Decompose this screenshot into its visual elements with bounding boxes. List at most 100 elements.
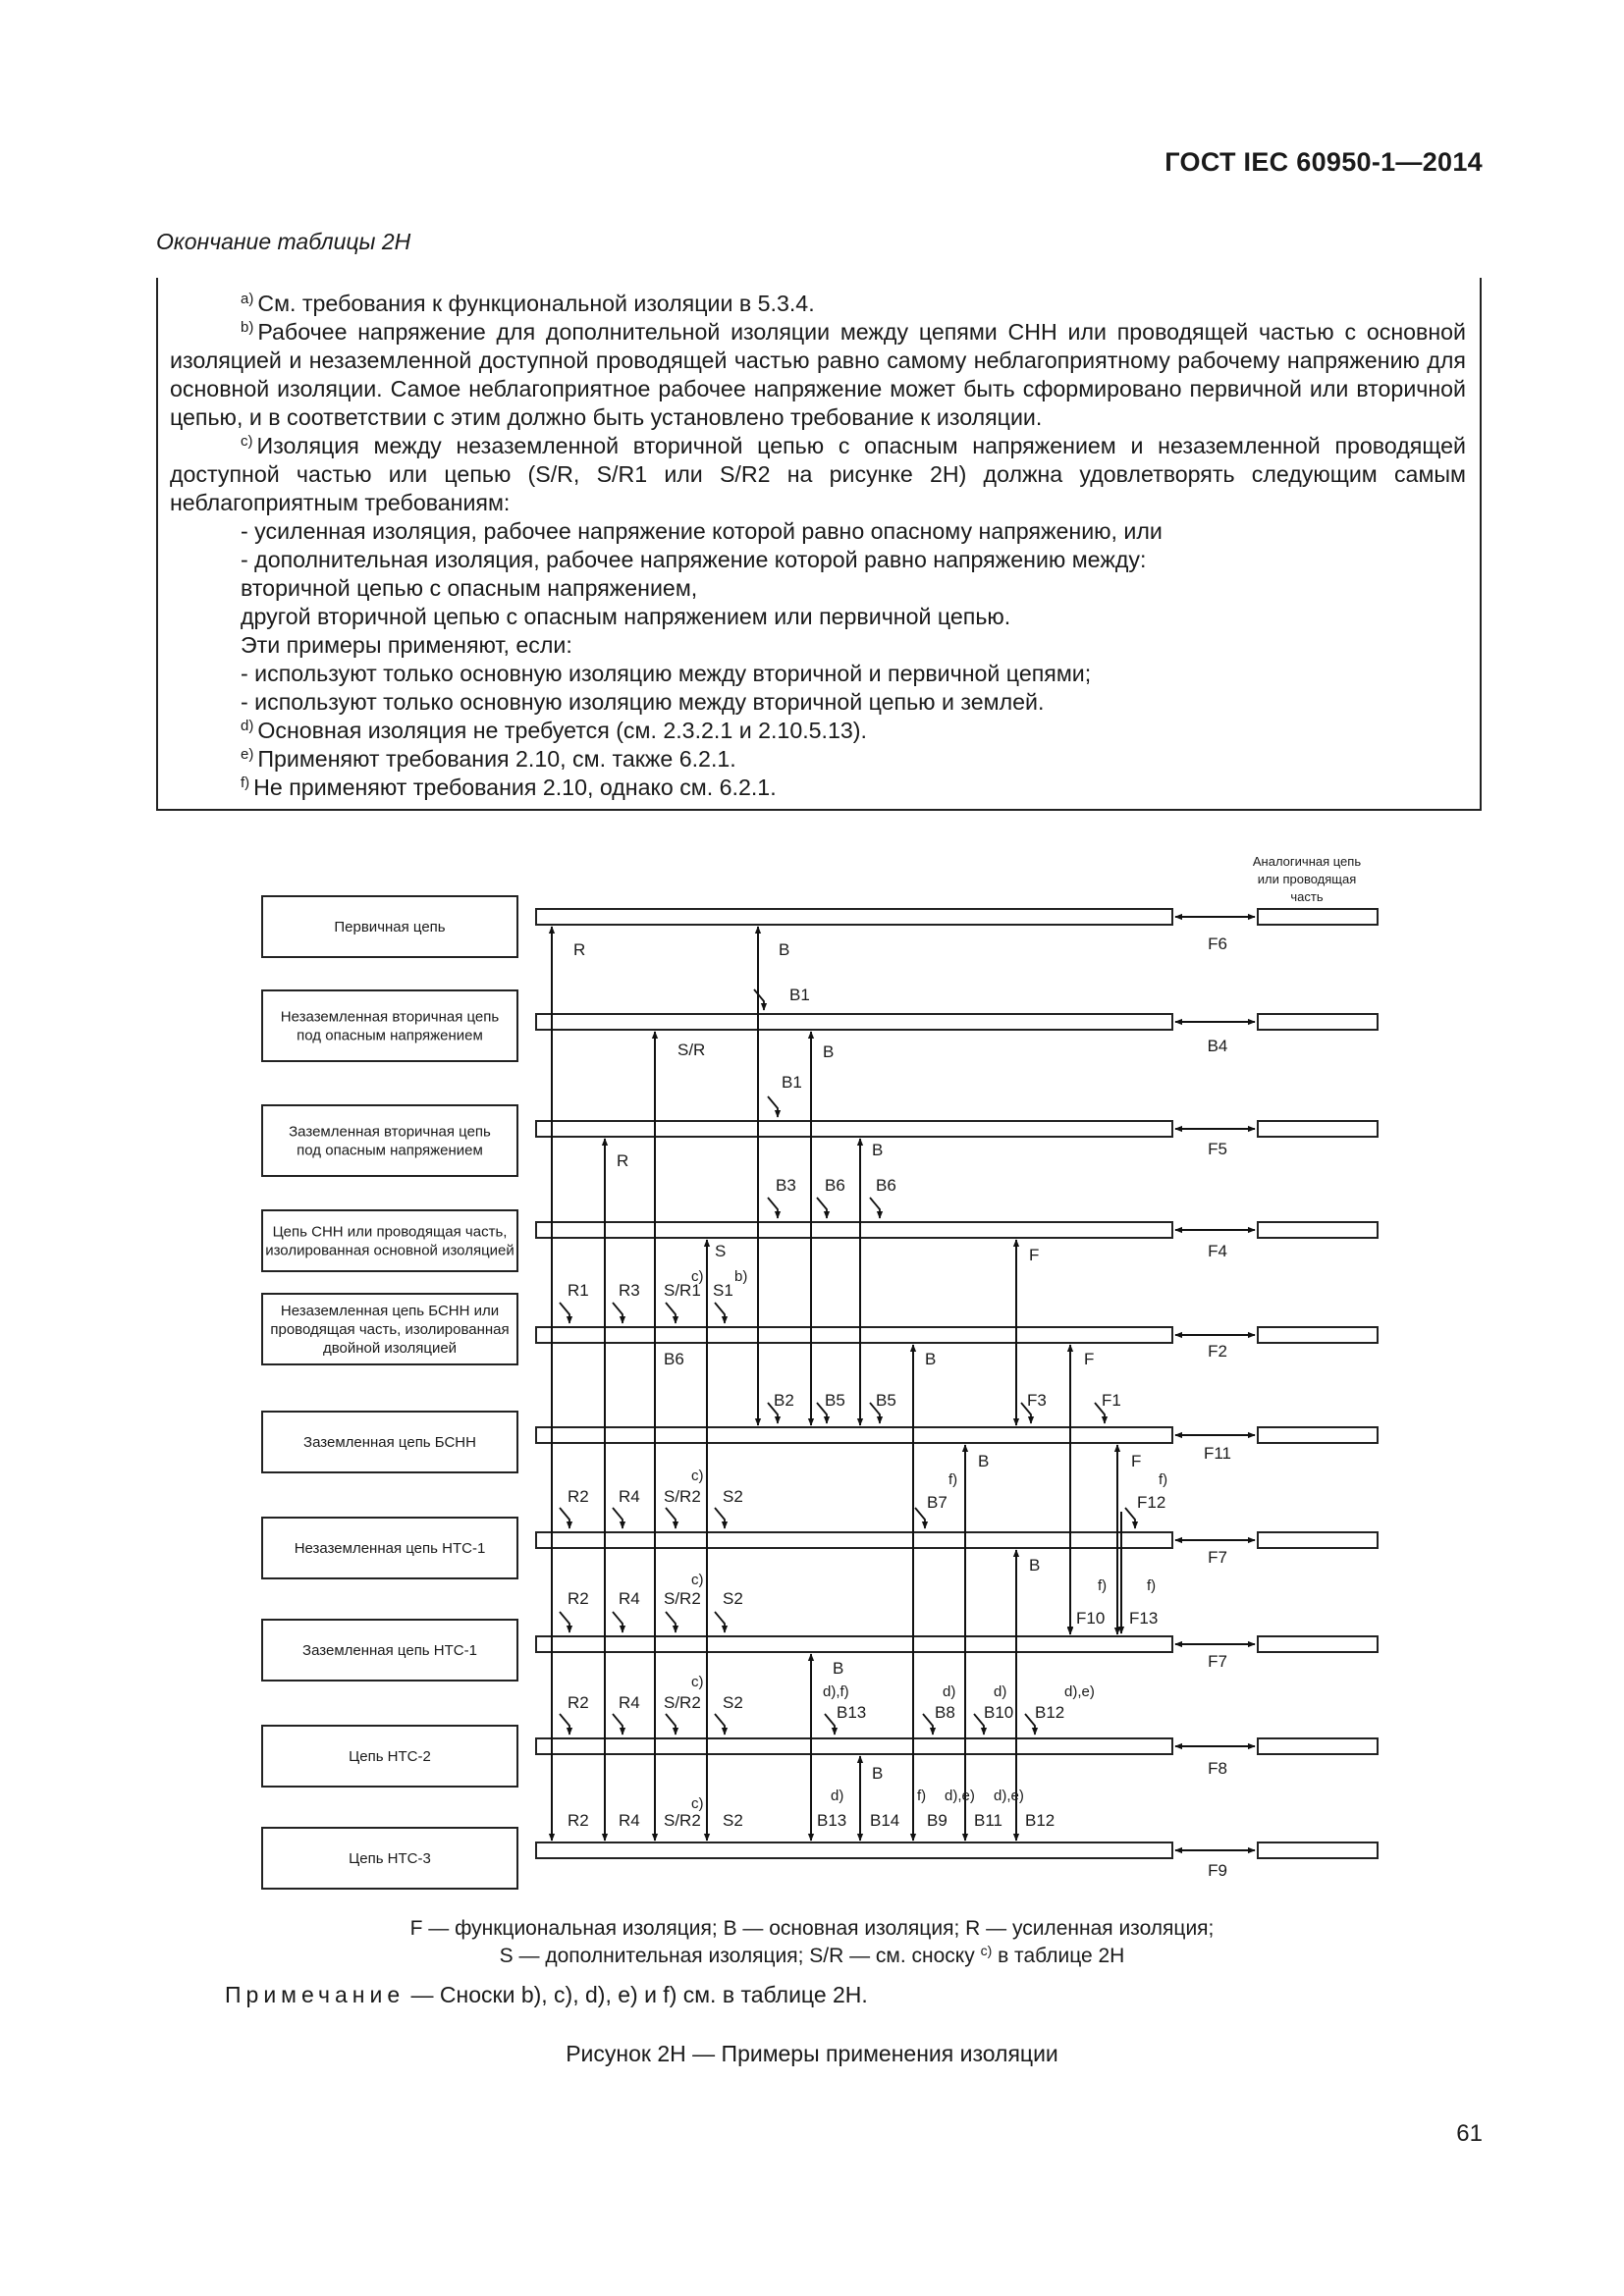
footnote-f: f)Не применяют требования 2.10, однако с…: [241, 774, 777, 800]
circuit-box: [261, 895, 518, 958]
analog-circuit-bar: [1257, 1326, 1379, 1344]
insulation-hook-arrow: [869, 1197, 884, 1219]
circuit-box: [261, 1293, 518, 1365]
diagram-label: S/R2: [664, 1693, 701, 1712]
insulation-hook-arrow: [559, 1507, 573, 1529]
diagram-label: B: [872, 1764, 883, 1783]
footnote-c-line: другой вторичной цепью с опасным напряже…: [241, 604, 1011, 629]
footnote-c-line: вторичной цепью с опасным напряжением,: [241, 575, 698, 601]
footnotes-box: a)См. требования к функциональной изоляц…: [156, 278, 1482, 811]
insulation-hook-arrow: [816, 1402, 831, 1424]
analog-circuit-bar: [1257, 1013, 1379, 1031]
circuit-bar: [535, 1635, 1173, 1653]
footnote-mark: d),e): [1064, 1683, 1095, 1700]
footnote-mark: f): [1159, 1471, 1167, 1488]
diagram-label: R2: [568, 1589, 589, 1608]
footnote-c-line: - усиленная изоляция, рабочее напряжение…: [241, 518, 1163, 544]
footnote-c-line: - используют только основную изоляцию ме…: [241, 689, 1045, 715]
footnote-c-line: Эти примеры применяют, если:: [241, 632, 572, 658]
insulation-hook-arrow: [824, 1713, 839, 1735]
diagram-label: R4: [619, 1487, 640, 1506]
page-number: 61: [1456, 2120, 1483, 2147]
figure-caption: Рисунок 2H — Примеры применения изоляции: [566, 2041, 1058, 2066]
insulation-hook-arrow: [612, 1611, 626, 1633]
diagram-label: F: [1029, 1246, 1039, 1264]
diagram-label: B5: [876, 1391, 896, 1410]
footnote-b: b)Рабочее напряжение для дополнительной …: [170, 319, 1466, 430]
circuit-label: под опасным напряжением: [297, 1143, 483, 1159]
analog-circuit-bar: [1257, 1635, 1379, 1653]
analog-circuit-label: Аналогичная цепь: [1253, 854, 1361, 869]
diagram-label: B: [779, 940, 789, 959]
document-code: ГОСТ IEC 60950-1—2014: [1164, 147, 1483, 177]
circuit-box: [261, 1104, 518, 1177]
insulation-hook-arrow: [714, 1713, 729, 1735]
diagram-label: B6: [664, 1350, 684, 1368]
note-label: Примечание: [225, 1982, 406, 2007]
circuit-label: Незаземленная вторичная цепь: [281, 1009, 500, 1026]
analog-circuit-bar: [1257, 1426, 1379, 1444]
diagram-label: B: [872, 1141, 883, 1159]
diagram-label: F: [1131, 1452, 1141, 1470]
diagram-label: B: [823, 1042, 834, 1061]
circuit-bar: [535, 1120, 1173, 1138]
diagram-label: B1: [789, 986, 810, 1004]
footnote-mark: d),e): [945, 1788, 975, 1804]
circuit-label: Цепь СНН или проводящая часть,: [273, 1224, 508, 1241]
insulation-hook-arrow: [612, 1302, 626, 1324]
analog-circuit-bar: [1257, 1531, 1379, 1549]
analog-circuit-bar: [1257, 1221, 1379, 1239]
insulation-hook-arrow: [816, 1197, 831, 1219]
diagram-label: R4: [619, 1811, 640, 1830]
circuit-bar: [535, 1013, 1173, 1031]
circuit-bar: [535, 1531, 1173, 1549]
note-text: — Сноски b), c), d), e) и f) см. в табли…: [405, 1982, 868, 2007]
footnote-mark: f): [1098, 1577, 1107, 1594]
circuit-bar: [535, 1221, 1173, 1239]
analog-circuit-bar: [1257, 1120, 1379, 1138]
insulation-hook-arrow: [612, 1507, 626, 1529]
diagram-label: B12: [1035, 1703, 1064, 1722]
diagram-label: B14: [870, 1811, 899, 1830]
diagram-label: B12: [1025, 1811, 1055, 1830]
diagram-label: S/R2: [664, 1487, 701, 1506]
diagram-label: R2: [568, 1693, 589, 1712]
diagram-label: S2: [723, 1811, 743, 1830]
diagram-label: R2: [568, 1811, 589, 1830]
diagram-label: S1: [713, 1281, 733, 1300]
diagram-label: B: [1029, 1556, 1040, 1575]
footnote-mark: d),e): [994, 1788, 1024, 1804]
diagram-label: R2: [568, 1487, 589, 1506]
figure-note: Примечание — Сноски b), c), d), e) и f) …: [225, 1982, 868, 2008]
f-label: F11: [1204, 1444, 1231, 1463]
diagram-label: R1: [568, 1281, 589, 1300]
circuit-label: проводящая часть, изолированная: [270, 1321, 509, 1338]
diagram-label: F: [1084, 1350, 1094, 1368]
diagram-label: R4: [619, 1693, 640, 1712]
circuit-label: Первичная цепь: [334, 919, 445, 935]
footnote-mark: c): [691, 1468, 704, 1484]
insulation-hook-arrow: [665, 1713, 679, 1735]
circuit-bar: [535, 1842, 1173, 1859]
circuit-box: [261, 1827, 518, 1890]
f-label: F2: [1208, 1342, 1227, 1361]
insulation-hook-arrow: [714, 1302, 729, 1324]
footnote-d: d)Основная изоляция не требуется (см. 2.…: [241, 718, 867, 743]
insulation-hook-arrow: [1024, 1713, 1039, 1735]
diagram-label: R3: [619, 1281, 640, 1300]
diagram-label: B2: [774, 1391, 794, 1410]
circuit-box: [261, 1725, 518, 1788]
footnote-mark: f): [917, 1788, 926, 1804]
f-label: F5: [1208, 1140, 1227, 1158]
diagram-label: B13: [817, 1811, 846, 1830]
diagram-label: S/R2: [664, 1811, 701, 1830]
footnote-mark: c): [691, 1674, 704, 1690]
footnote-mark: f): [1147, 1577, 1156, 1594]
circuit-bar: [535, 1426, 1173, 1444]
diagram-label: B9: [927, 1811, 947, 1830]
diagram-label: B11: [974, 1811, 1002, 1830]
circuit-box: [261, 989, 518, 1062]
insulation-hook-arrow: [1020, 1402, 1035, 1424]
footnote-mark: c): [691, 1268, 704, 1285]
legend-line-1: F — функциональная изоляция; B — основна…: [409, 1917, 1215, 1940]
